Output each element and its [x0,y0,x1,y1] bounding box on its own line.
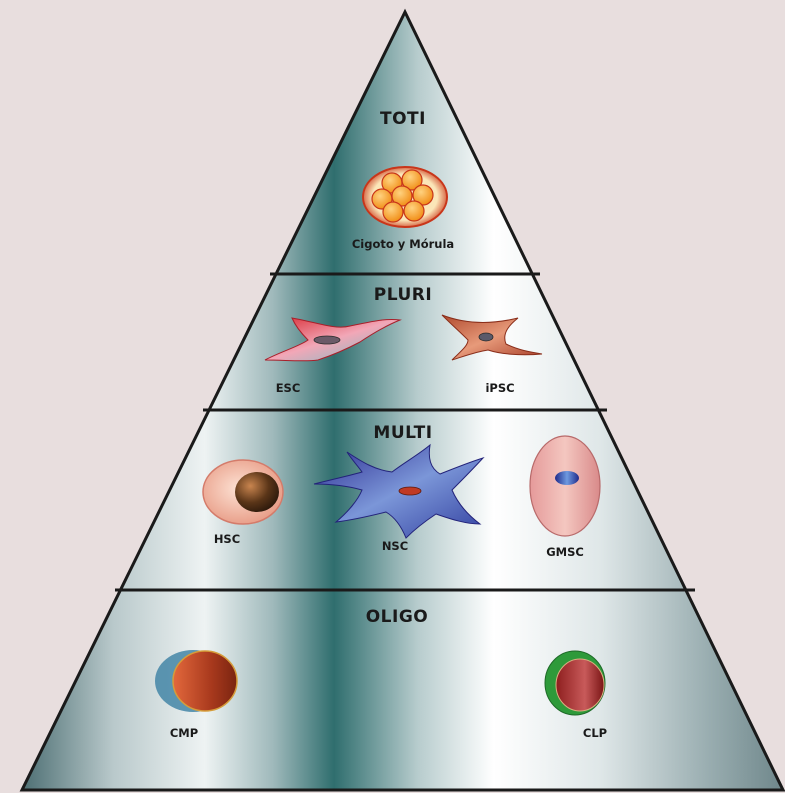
cell-label-morula: Cigoto y Mórula [352,237,454,251]
cell-label-nsc: NSC [382,539,408,553]
cell-label-esc: ESC [276,381,301,395]
cell-label-cmp: CMP [170,726,198,740]
clp-cell-icon [545,651,605,715]
morula-cell-icon [363,167,447,227]
cmp-cell-icon [155,650,237,712]
cell-label-hsc: HSC [214,532,240,546]
level-label-oligo: OLIGO [366,607,429,627]
level-label-pluri: PLURI [374,285,432,305]
hsc-cell-icon [203,460,283,524]
cell-label-ipsc: iPSC [485,381,514,395]
level-label-toti: TOTI [380,109,426,129]
cell-label-gmsc: GMSC [546,545,584,559]
level-label-multi: MULTI [373,423,432,443]
gmsc-cell-icon [530,436,600,536]
cell-label-clp: CLP [583,726,607,740]
